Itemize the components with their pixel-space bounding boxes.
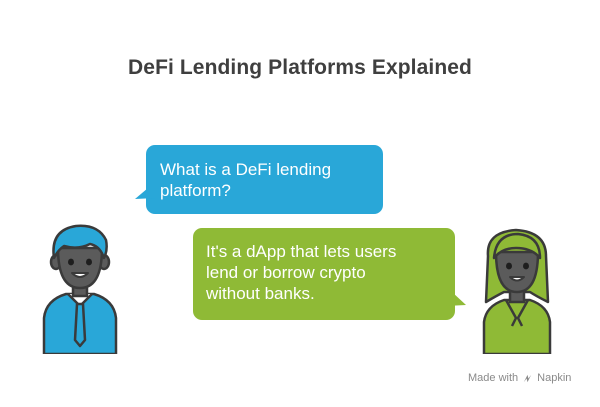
answer-line-2: lend or borrow crypto xyxy=(206,263,366,282)
made-with-credit: Made with Napkin xyxy=(468,372,571,384)
question-line-1: What is a DeFi lending xyxy=(160,160,332,179)
question-text: What is a DeFi lending platform? xyxy=(160,159,375,201)
woman-avatar-icon xyxy=(482,228,552,354)
credit-prefix: Made with xyxy=(468,372,519,384)
question-bubble xyxy=(135,145,383,214)
question-line-2: platform? xyxy=(160,181,231,200)
man-avatar-icon xyxy=(42,224,118,354)
page-title: DeFi Lending Platforms Explained xyxy=(128,56,472,79)
answer-bubble xyxy=(193,228,466,320)
answer-text: It's a dApp that lets users lend or borr… xyxy=(206,241,446,304)
answer-line-3: without banks. xyxy=(206,284,315,303)
credit-brand: Napkin xyxy=(537,372,572,384)
answer-line-1: It's a dApp that lets users xyxy=(206,242,397,261)
napkin-logo-icon xyxy=(523,374,532,382)
